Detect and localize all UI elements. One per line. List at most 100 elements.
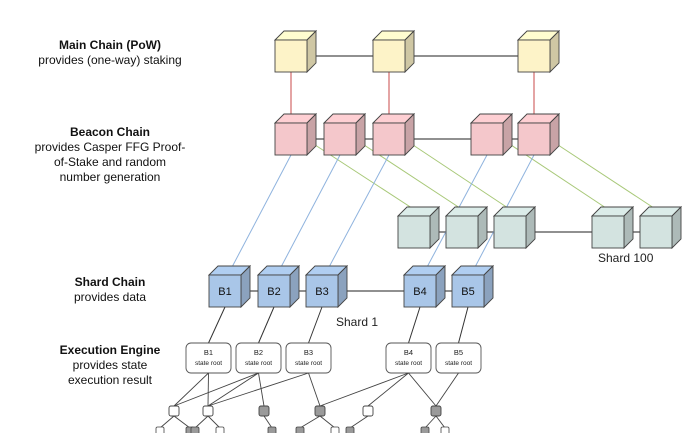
shard1-block-1-label: B1: [218, 286, 231, 298]
exec-box-1: B1 state root: [185, 342, 232, 374]
shard1-block-5-front-face: [451, 274, 485, 308]
exec-box-title: B2: [254, 348, 263, 357]
shard1-block-4: B4: [402, 264, 447, 309]
shard100-block-1-front-face: [397, 215, 431, 249]
main-block-1-front-face: [274, 39, 308, 73]
main-chain-desc: provides (one-way) staking: [38, 53, 182, 67]
main-chain-title: Main Chain (PoW): [59, 38, 161, 52]
beacon-block-2: [322, 112, 367, 157]
label-main-chain: Main Chain (PoW) provides (one-way) stak…: [10, 38, 210, 68]
tree-leaf-3: [190, 426, 200, 433]
beacon-block-1-front-face: [274, 122, 308, 156]
tree-leaf-6: [295, 426, 305, 433]
tree-node-5: [362, 405, 374, 417]
label-execution-engine: Execution Engine provides state executio…: [10, 343, 210, 388]
crosslink-shard100-3: [406, 140, 515, 213]
shard100-block-4: [590, 205, 635, 250]
execution-tree-layer: [155, 372, 459, 433]
exec-box-title: B1: [204, 348, 213, 357]
label-beacon-chain: Beacon Chain provides Casper FFG Proof- …: [10, 125, 210, 185]
tree-node-6: [430, 405, 442, 417]
tree-stub-4: [207, 415, 221, 429]
tree-link-2: [207, 372, 209, 407]
shard1-block-5-label: B5: [461, 286, 474, 298]
shard1-block-2-front-face: [257, 274, 291, 308]
shard100-block-3-front-face: [493, 215, 527, 249]
exec-box-3: B3 state root: [285, 342, 332, 374]
exec-link-4: [408, 306, 421, 344]
tree-stub-10: [435, 415, 446, 429]
tree-link-11: [173, 372, 259, 407]
shard1-label: Shard 1: [336, 315, 378, 329]
crosslink-shard1-3: [327, 154, 390, 270]
beacon-block-4: [469, 112, 514, 157]
exec-link-1: [208, 306, 226, 344]
exec-box-sub: state root: [445, 360, 472, 367]
exec-box-title: B5: [454, 348, 463, 357]
tree-leaf-4: [215, 426, 225, 433]
shard100-block-5-front-face: [639, 215, 673, 249]
tree-node-4: [314, 405, 326, 417]
exec-link-2: [258, 306, 275, 344]
tree-node-2: [202, 405, 214, 417]
execution-engine-desc-1: provides state: [72, 358, 148, 372]
tree-leaf-5: [267, 426, 277, 433]
tree-leaf-10: [440, 426, 450, 433]
shard1-block-4-label: B4: [413, 286, 426, 298]
tree-link-4: [258, 372, 265, 407]
beacon-chain-desc-1: provides Casper FFG Proof-: [34, 140, 186, 154]
shard100-block-5: [638, 205, 683, 250]
tree-link-7: [319, 372, 409, 407]
shard1-block-2: B2: [256, 264, 301, 309]
beacon-chain-desc-3: number generation: [59, 170, 161, 184]
tree-stub-7: [319, 415, 336, 429]
exec-box-sub: state root: [245, 360, 272, 367]
shard100-block-2-front-face: [445, 215, 479, 249]
beacon-block-3: [371, 112, 416, 157]
shard100-block-3: [492, 205, 537, 250]
execution-engine-title: Execution Engine: [59, 343, 161, 357]
tree-stub-3: [194, 415, 209, 429]
beacon-block-1: [273, 112, 318, 157]
tree-link-10: [408, 372, 437, 407]
beacon-chain-desc-2: of-Stake and random: [53, 155, 167, 169]
tree-link-1: [173, 372, 209, 407]
exec-box-sub: state root: [295, 360, 322, 367]
exec-box-sub: state root: [195, 360, 222, 367]
shard100-block-2: [444, 205, 489, 250]
shard1-block-1-front-face: [208, 274, 242, 308]
tree-link-8: [367, 372, 409, 407]
tree-node-3: [258, 405, 270, 417]
tree-link-6: [308, 372, 321, 407]
main-block-3-front-face: [517, 39, 551, 73]
exec-box-sub: state root: [395, 360, 422, 367]
main-block-2: [371, 29, 416, 74]
cubes-layer: B1 B2 B3 B4 B5: [207, 29, 683, 309]
label-shard-chain: Shard Chain provides data: [10, 275, 210, 305]
tree-stub-8: [349, 415, 369, 429]
beacon-block-2-front-face: [323, 122, 357, 156]
tree-node-1: [168, 405, 180, 417]
shard100-block-4-front-face: [591, 215, 625, 249]
tree-stub-5: [263, 415, 273, 429]
beacon-chain-title: Beacon Chain: [69, 125, 150, 139]
main-block-2-front-face: [372, 39, 406, 73]
shard1-block-3-label: B3: [315, 286, 328, 298]
shard-chain-desc: provides data: [73, 290, 147, 304]
tree-leaf-8: [345, 426, 355, 433]
shard1-block-3: B3: [304, 264, 349, 309]
exec-link-5: [458, 306, 469, 344]
tree-leaf-9: [420, 426, 430, 433]
main-block-3: [516, 29, 561, 74]
crosslink-shard1-1: [230, 154, 292, 270]
exec-box-2: B2 state root: [235, 342, 282, 374]
tree-stub-2: [173, 415, 191, 429]
shard1-block-2-label: B2: [267, 286, 280, 298]
shard1-block-5: B5: [450, 264, 495, 309]
exec-box-title: B3: [304, 348, 313, 357]
tree-stub-6: [299, 415, 321, 429]
tree-link-5: [207, 372, 309, 407]
